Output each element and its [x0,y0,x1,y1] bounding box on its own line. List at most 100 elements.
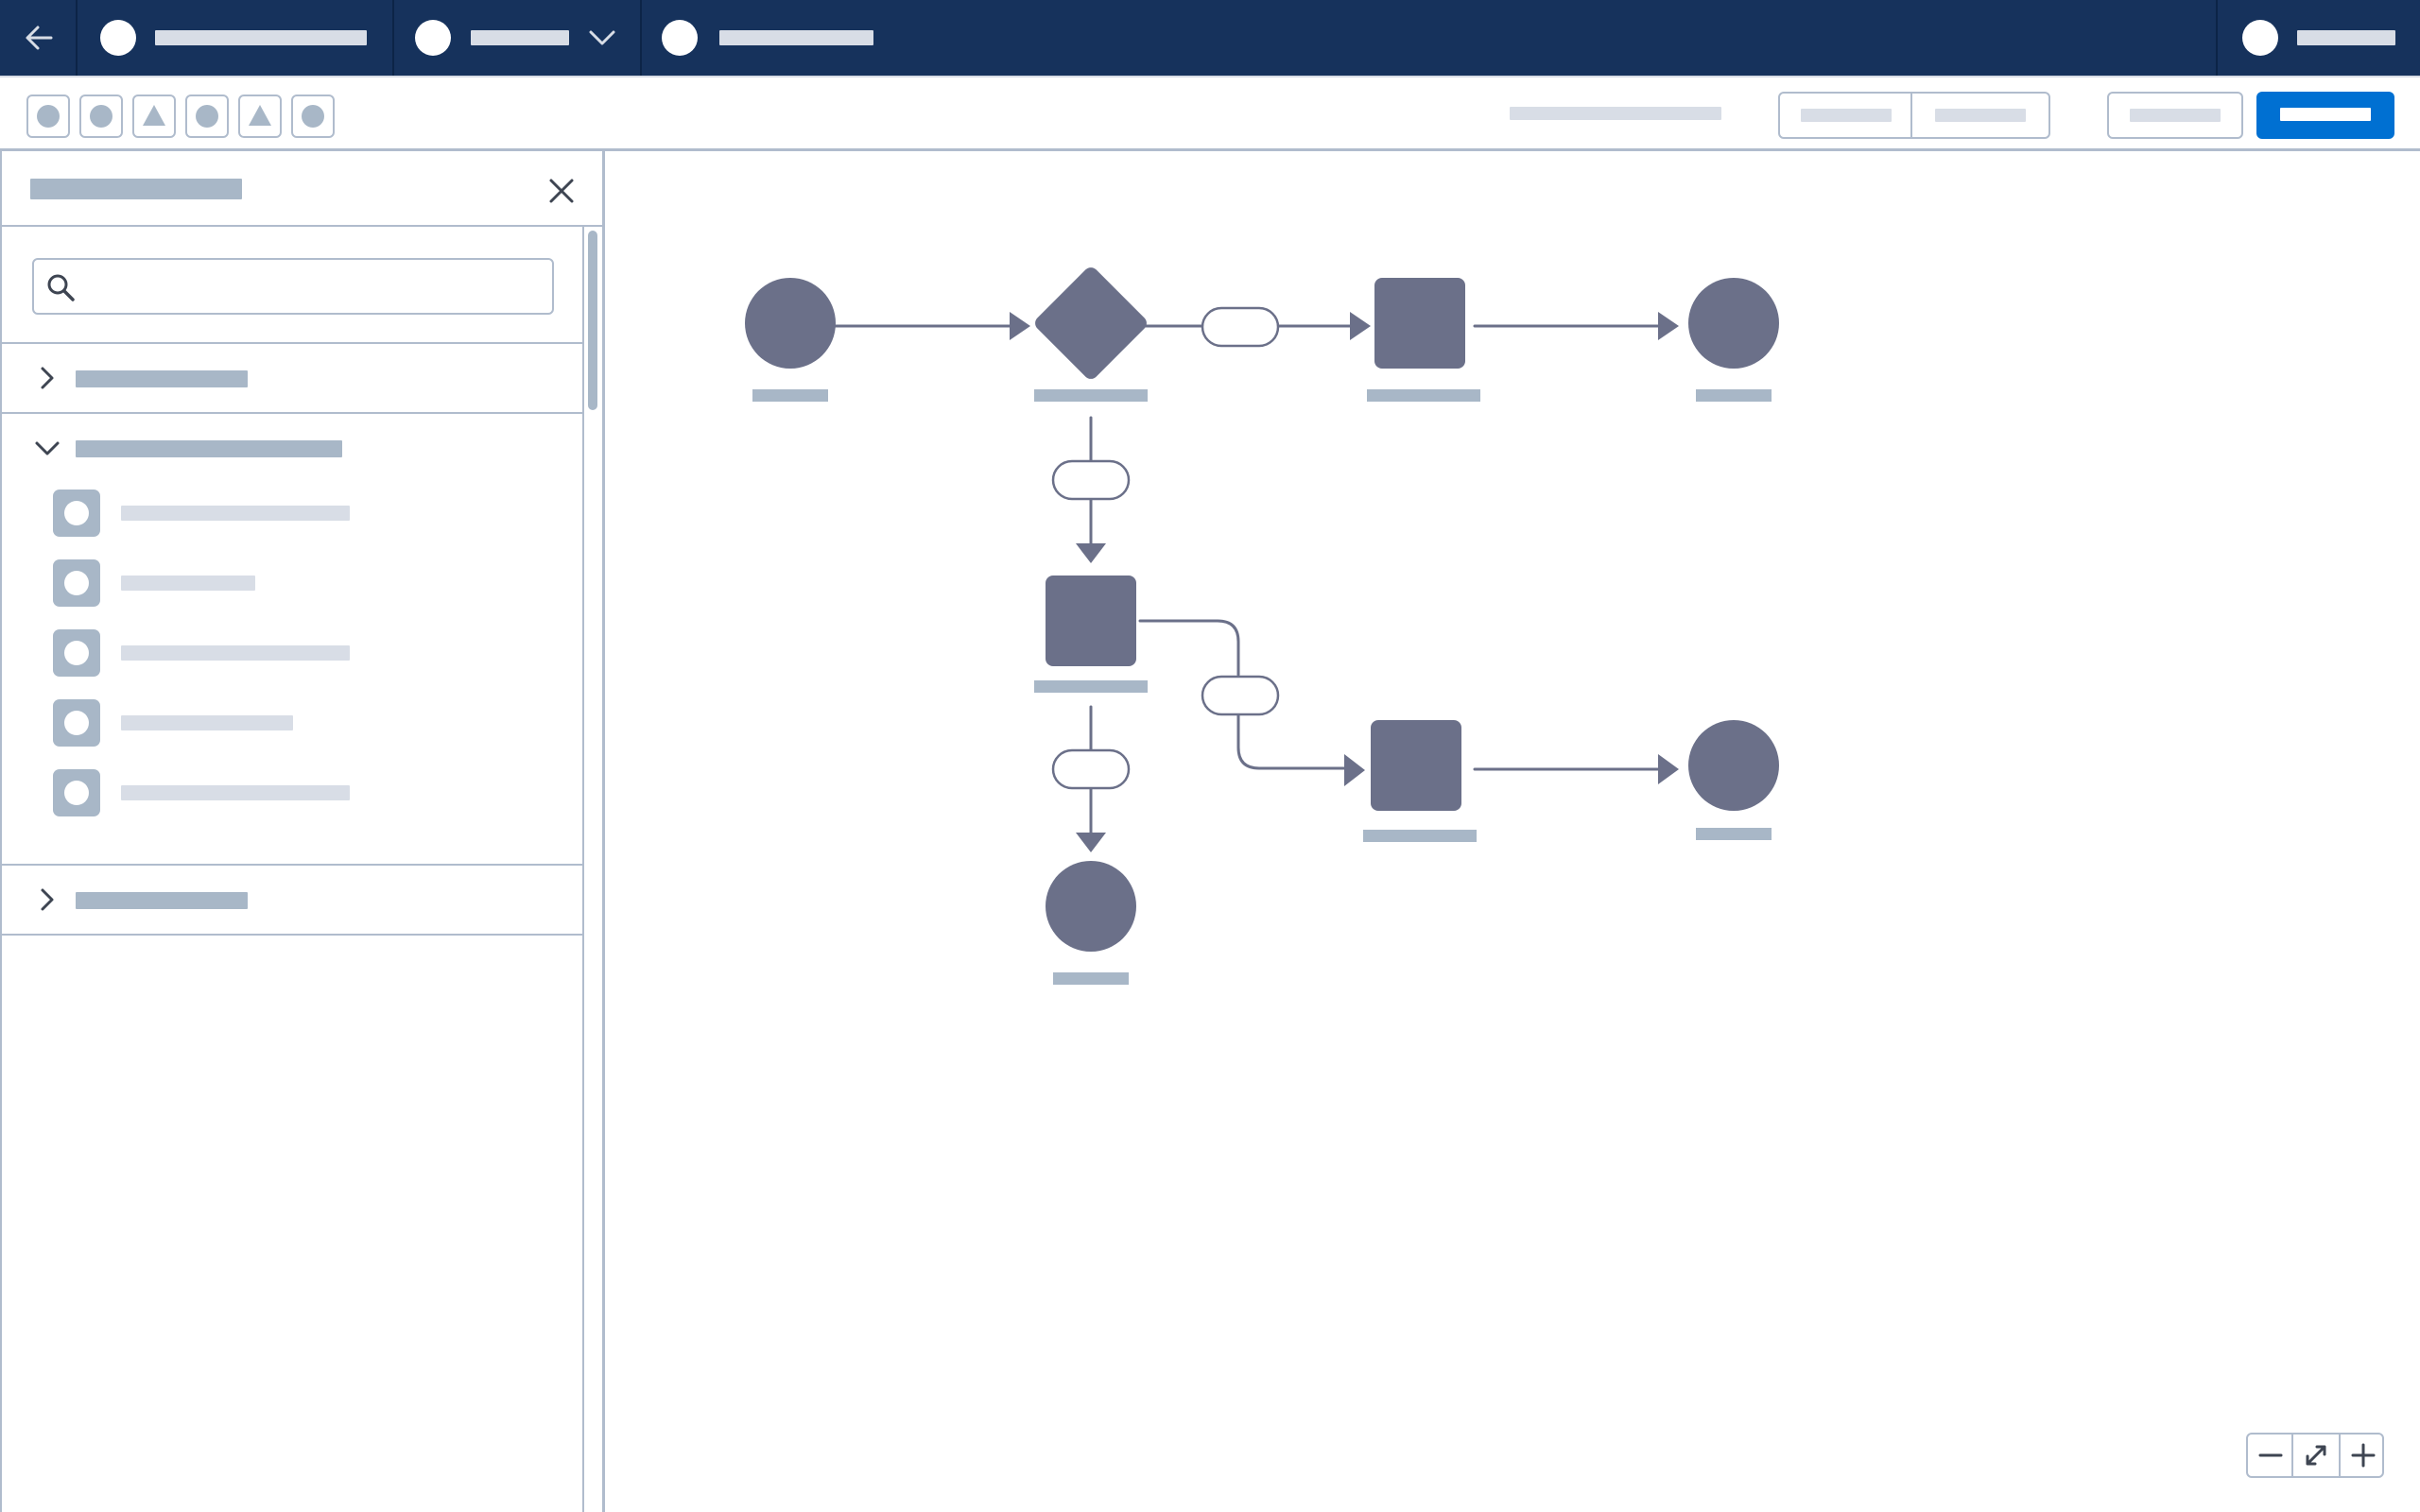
connector-task2-to-task3 [1138,619,1348,770]
divider [2,342,584,344]
nav-tab-1[interactable] [78,0,392,76]
list-item[interactable] [2,484,584,541]
search-icon [47,274,75,301]
zoom-in-button[interactable] [2341,1435,2386,1476]
circle-icon [302,105,324,128]
section-header-1[interactable] [2,344,584,412]
fit-view-button[interactable] [2293,1435,2339,1476]
section-header-3[interactable] [2,866,584,934]
tab-label-placeholder [155,30,367,45]
zoom-divider [2291,1435,2293,1476]
toolbar-button-1[interactable] [26,94,70,138]
toolbar-button-5[interactable] [238,94,282,138]
chevron-down-icon[interactable] [588,28,616,47]
node-label-placeholder [1696,828,1772,840]
chevron-down-icon [35,441,60,455]
search-input[interactable] [85,267,539,305]
item-label-placeholder [121,645,350,661]
circle-icon [37,105,60,128]
nav-tab-2[interactable] [394,0,640,76]
nav-tab-3[interactable] [642,0,1020,76]
user-name-placeholder [2297,30,2395,45]
search-field[interactable] [32,258,554,315]
element-icon [53,769,100,816]
element-icon [53,699,100,747]
close-icon[interactable] [544,174,579,208]
item-label-placeholder [121,576,255,591]
node-label-placeholder [1053,972,1129,985]
panel-header [2,151,602,227]
section-label-placeholder [76,892,248,909]
group-button-right[interactable] [1914,94,2048,137]
user-avatar [2242,20,2278,56]
node-label-placeholder [1034,389,1148,402]
button-group [1778,92,2050,139]
tab-label-placeholder [719,30,873,45]
primary-button[interactable] [2256,92,2394,139]
connector-label-pill [1201,675,1280,716]
arrowhead [1350,312,1371,340]
element-icon [53,629,100,677]
toolbar-button-2[interactable] [79,94,123,138]
tab-avatar [100,20,136,56]
tab-avatar [662,20,698,56]
task-node-1 [1374,278,1465,369]
nav-divider [640,0,642,76]
list-item[interactable] [2,554,584,610]
divider [2,934,584,936]
toolbar-button-3[interactable] [132,94,176,138]
divider [2,864,584,866]
list-item[interactable] [2,764,584,820]
button-label-placeholder [1935,109,2026,122]
connector-label-pill [1201,306,1280,348]
arrowhead [1076,833,1106,852]
element-icon [53,490,100,537]
chevron-right-icon [41,367,54,389]
connector-label-pill [1051,459,1131,501]
task-node-2 [1046,576,1136,666]
triangle-icon [143,105,165,126]
button-label-placeholder [1801,109,1892,122]
decision-node [1035,267,1147,379]
button-label-placeholder [2280,108,2371,121]
canvas-toolbar [0,76,2420,151]
section-label-placeholder [76,440,342,457]
flow-canvas[interactable] [605,151,2420,1512]
task-node-3 [1371,720,1461,811]
triangle-icon [249,105,271,126]
item-label-placeholder [121,506,350,521]
user-menu[interactable] [2218,0,2420,76]
minus-icon [2258,1453,2283,1457]
list-item[interactable] [2,694,584,750]
circle-icon [196,105,218,128]
toolbar-button-4[interactable] [185,94,229,138]
expand-icon [2306,1445,2326,1466]
element-palette-panel [0,151,605,1512]
status-text-placeholder [1510,107,1721,120]
section-label-placeholder [76,370,248,387]
item-label-placeholder [121,715,293,730]
connector-label-pill [1051,748,1131,790]
plus-icon [2351,1443,2376,1468]
chevron-right-icon [41,888,54,911]
section-header-2[interactable] [2,414,584,482]
end-node-2 [1688,720,1779,811]
panel-body [2,227,584,1512]
start-node [745,278,836,369]
panel-scrollbar[interactable] [588,231,597,410]
node-label-placeholder [1696,389,1772,402]
secondary-button[interactable] [2107,92,2243,139]
zoom-out-button[interactable] [2248,1435,2293,1476]
panel-title-placeholder [30,179,242,199]
arrow-left-icon [26,26,53,50]
toolbar-button-6[interactable] [291,94,335,138]
end-node-1 [1688,278,1779,369]
tab-label-placeholder [471,30,569,45]
group-button-left[interactable] [1780,94,1912,137]
top-navigation-bar [0,0,2420,76]
node-label-placeholder [752,389,828,402]
list-item[interactable] [2,624,584,680]
arrowhead [1010,312,1030,340]
back-button[interactable] [0,0,76,76]
arrowhead [1658,312,1679,340]
